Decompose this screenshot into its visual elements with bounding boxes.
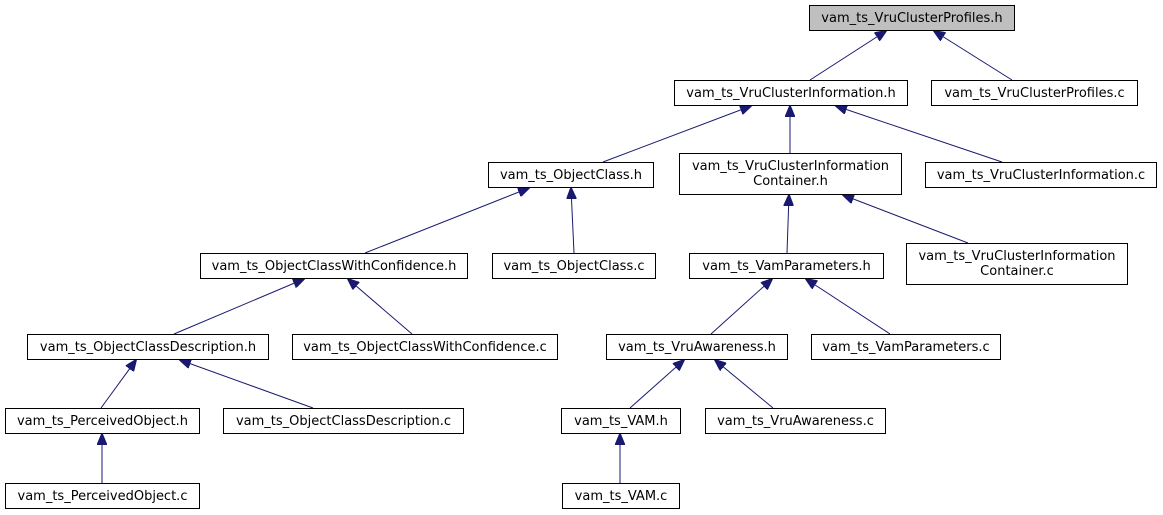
edge-n8-to-n4 <box>787 195 789 254</box>
edge-n13-to-n8 <box>806 279 891 335</box>
node-vam-ts-objectclass-h[interactable]: vam_ts_ObjectClass.h <box>488 162 654 188</box>
edge-n9-to-n4 <box>843 195 969 244</box>
edge-n3-to-n1 <box>602 106 751 163</box>
node-label: vam_ts_VAM.c <box>574 488 668 504</box>
node-vam-ts-vam-c[interactable]: vam_ts_VAM.c <box>562 483 680 509</box>
edge-n11-to-n6 <box>348 279 413 335</box>
node-label: vam_ts_VruClusterInformation <box>918 249 1116 264</box>
edge-n12-to-n8 <box>710 279 772 335</box>
node-label: vam_ts_ObjectClassWithConfidence.h <box>211 258 457 274</box>
node-vam-ts-objectclassdescription-h[interactable]: vam_ts_ObjectClassDescription.h <box>27 334 269 360</box>
node-vam-ts-vamparameters-h[interactable]: vam_ts_VamParameters.h <box>689 253 884 279</box>
node-label: vam_ts_PerceivedObject.c <box>17 488 188 504</box>
node-label: vam_ts_VruClusterInformation <box>691 159 890 174</box>
edge-n14-to-n10 <box>100 360 136 409</box>
node-vam-ts-objectclasswithconfidence-h[interactable]: vam_ts_ObjectClassWithConfidence.h <box>200 253 468 279</box>
node-vam-ts-objectclassdescription-c[interactable]: vam_ts_ObjectClassDescription.c <box>223 408 464 434</box>
node-vam-ts-perceivedobject-h[interactable]: vam_ts_PerceivedObject.h <box>5 408 200 434</box>
node-vam-ts-vam-h[interactable]: vam_ts_VAM.h <box>561 408 681 434</box>
node-vam-ts-vruawareness-c[interactable]: vam_ts_VruAwareness.c <box>705 408 886 434</box>
edge-n7-to-n3 <box>571 188 574 254</box>
node-label: vam_ts_PerceivedObject.h <box>16 413 189 429</box>
edge-n5-to-n1 <box>836 106 1003 163</box>
node-label: vam_ts_VamParameters.c <box>822 339 990 355</box>
node-vam-ts-objectclass-c[interactable]: vam_ts_ObjectClass.c <box>492 253 656 279</box>
node-vam-ts-vruclusterinformation-c[interactable]: vam_ts_VruClusterInformation.c <box>925 162 1157 188</box>
node-label: vam_ts_ObjectClassDescription.c <box>235 413 452 429</box>
edge-n2-to-n0 <box>934 31 1013 81</box>
node-label: vam_ts_VruAwareness.c <box>717 413 874 429</box>
edge-n17-to-n12 <box>715 360 774 409</box>
node-label: vam_ts_ObjectClass.h <box>499 167 643 183</box>
node-label: vam_ts_ObjectClassWithConfidence.c <box>303 339 547 355</box>
node-label: vam_ts_VruClusterInformation.h <box>686 85 896 101</box>
node-label: vam_ts_VruAwareness.h <box>618 339 776 355</box>
node-vam-ts-vruclusterprofiles-c[interactable]: vam_ts_VruClusterProfiles.c <box>931 80 1138 106</box>
node-label: vam_ts_VamParameters.h <box>702 258 871 274</box>
node-label: vam_ts_VruClusterProfiles.h <box>821 10 1003 26</box>
edge-n10-to-n6 <box>173 279 304 335</box>
edge-n16-to-n12 <box>629 360 684 409</box>
node-vam-ts-vamparameters-c[interactable]: vam_ts_VamParameters.c <box>811 334 1001 360</box>
node-label: vam_ts_VruClusterProfiles.c <box>944 85 1125 101</box>
edge-n6-to-n3 <box>364 188 529 254</box>
node-label: Container.h <box>753 174 828 189</box>
node-label: vam_ts_ObjectClass.c <box>503 258 645 274</box>
node-vam-ts-vruclusterprofiles-h: vam_ts_VruClusterProfiles.h <box>809 5 1015 31</box>
node-label: vam_ts_VruClusterInformation.c <box>936 167 1146 183</box>
node-label: Container.c <box>980 264 1054 279</box>
node-vam-ts-objectclasswithconfidence-c[interactable]: vam_ts_ObjectClassWithConfidence.c <box>292 334 558 360</box>
edge-n15-to-n10 <box>180 360 314 409</box>
node-vam-ts-vruawareness-h[interactable]: vam_ts_VruAwareness.h <box>606 334 788 360</box>
node-label: vam_ts_ObjectClassDescription.h <box>39 339 257 355</box>
node-vam-ts-perceivedobject-c[interactable]: vam_ts_PerceivedObject.c <box>5 483 200 509</box>
node-label: vam_ts_VAM.h <box>574 413 668 429</box>
edge-n1-to-n0 <box>809 31 886 81</box>
node-vam-ts-vruclusterinformation-h[interactable]: vam_ts_VruClusterInformation.h <box>674 80 908 106</box>
